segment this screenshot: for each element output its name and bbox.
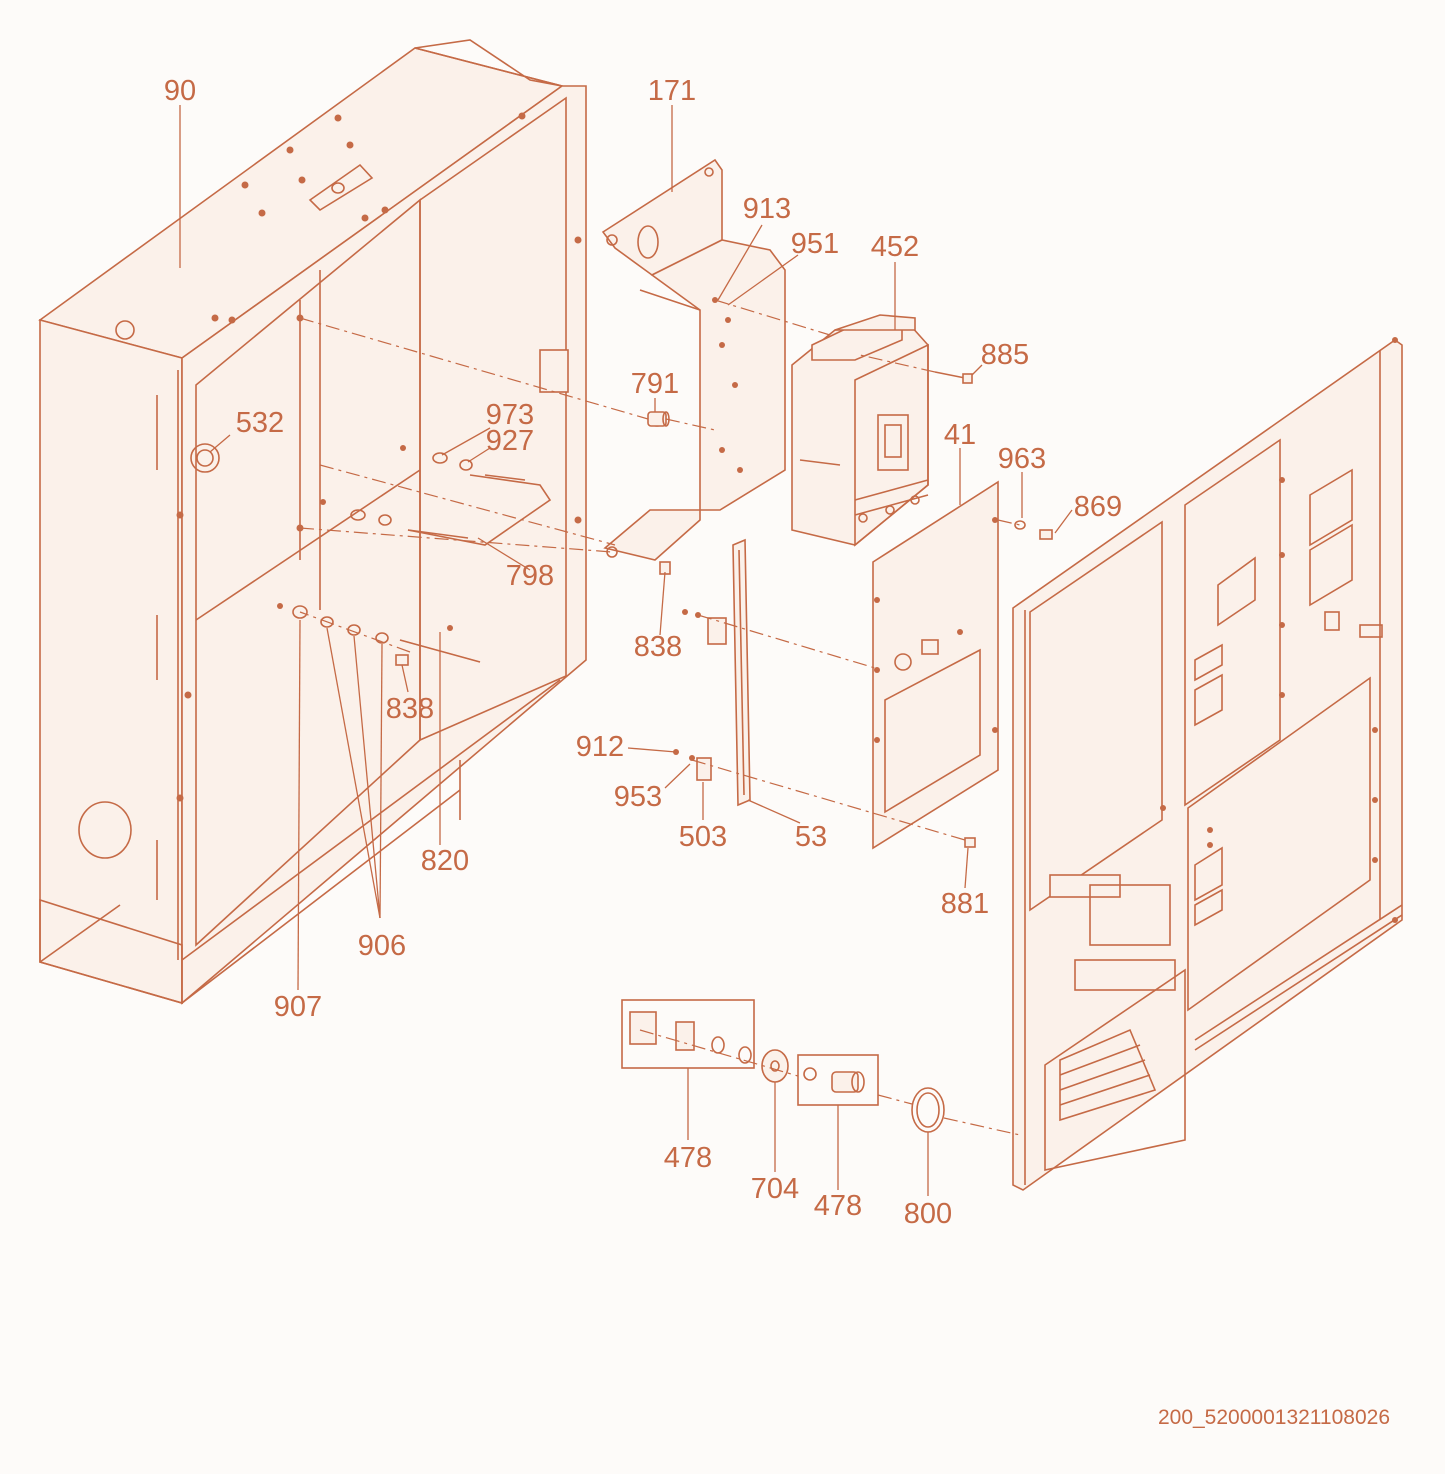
mounting-bracket (601, 158, 786, 575)
label-704: 704 (751, 1173, 799, 1205)
label-478-left: 478 (664, 1142, 712, 1174)
leader-lines (179, 105, 1073, 1196)
label-478-right: 478 (814, 1190, 862, 1222)
label-869: 869 (1074, 491, 1122, 523)
circuit-breaker (791, 314, 973, 547)
label-798: 798 (506, 560, 554, 592)
assembly-axes (299, 299, 1021, 1136)
reference-code: 200_5200001321108026 (1158, 1406, 1390, 1429)
label-800: 800 (904, 1198, 952, 1230)
cabinet-enclosure (38, 39, 587, 1005)
label-452: 452 (871, 231, 919, 263)
label-838-lower: 838 (386, 693, 434, 725)
lock-assembly (621, 999, 945, 1133)
label-532: 532 (236, 407, 284, 439)
label-885: 885 (981, 339, 1029, 371)
label-906: 906 (358, 930, 406, 962)
cabinet-door (1012, 337, 1403, 1191)
label-913: 913 (743, 193, 791, 225)
label-791: 791 (631, 368, 679, 400)
label-907: 907 (274, 991, 322, 1023)
din-rail (673, 538, 751, 807)
label-927: 927 (486, 425, 534, 457)
label-171: 171 (648, 75, 696, 107)
label-503: 503 (679, 821, 727, 853)
label-951: 951 (791, 228, 839, 260)
mounting-plate (872, 480, 1053, 850)
item-labels: 90 171 913 951 452 885 532 791 973 927 4… (164, 75, 1122, 1230)
rods-and-washers (277, 445, 552, 666)
label-838-upper: 838 (634, 631, 682, 663)
label-973: 973 (486, 399, 534, 431)
label-963: 963 (998, 443, 1046, 475)
spacer (647, 411, 670, 427)
label-953: 953 (614, 781, 662, 813)
label-41: 41 (944, 419, 976, 451)
label-90: 90 (164, 75, 196, 107)
label-912: 912 (576, 731, 624, 763)
label-881: 881 (941, 888, 989, 920)
label-820: 820 (421, 845, 469, 877)
label-53: 53 (795, 821, 827, 853)
